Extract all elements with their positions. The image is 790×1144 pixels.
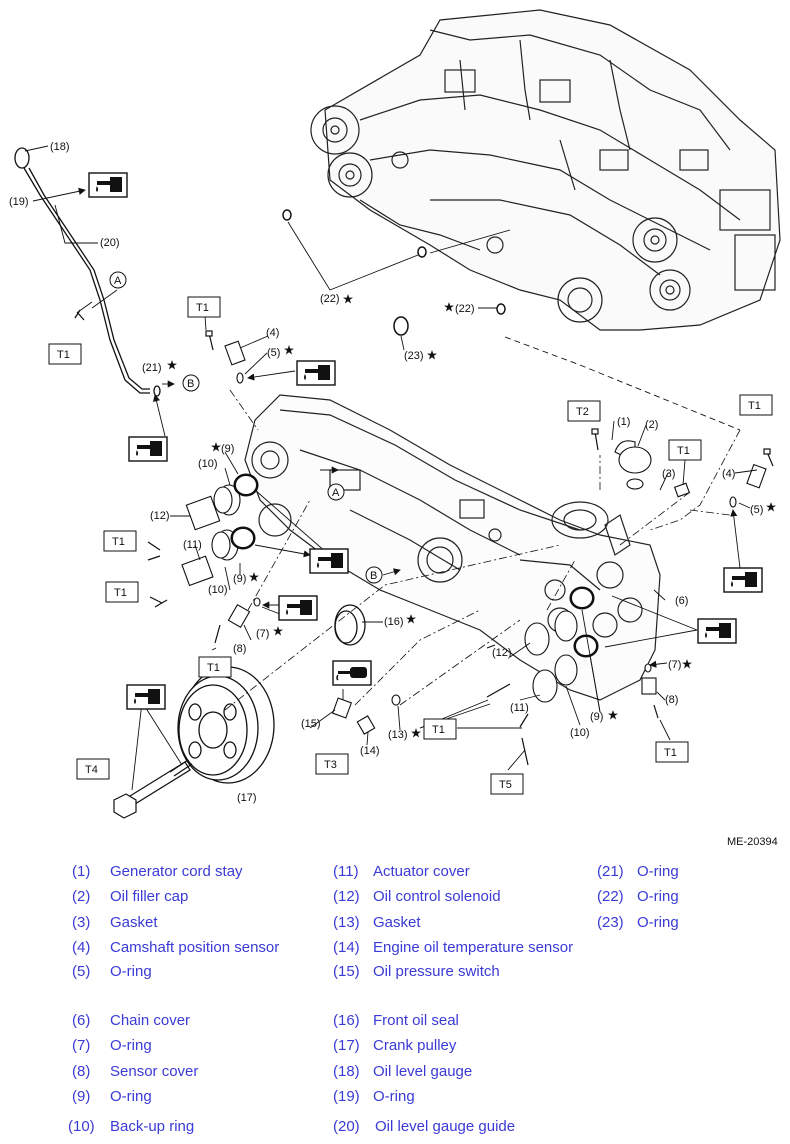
- exploded-view-diagram: T1 T1 T2 T1 T1 T1 T1 T1 T1 T1 T4 T3 T5: [9, 9, 781, 819]
- svg-text:(12): (12): [150, 510, 170, 522]
- svg-text:(22): (22): [455, 303, 475, 315]
- legend-item: (8)Sensor cover: [72, 1063, 199, 1080]
- ref-circles: [109, 271, 383, 584]
- legend-item: (15)Oil pressure switch: [333, 963, 500, 980]
- o-ring-22-23: [282, 209, 506, 336]
- legend-item: (23)O-ring: [597, 914, 679, 931]
- svg-text:(8): (8): [233, 643, 246, 655]
- svg-text:T1: T1: [196, 302, 209, 314]
- svg-text:(8): (8): [665, 694, 678, 706]
- svg-text:(2): (2): [645, 419, 658, 431]
- crank-bolt: [113, 759, 193, 819]
- legend-item: (14)Engine oil temperature sensor: [333, 939, 574, 956]
- svg-text:T1: T1: [57, 349, 70, 361]
- svg-text:(7): (7): [256, 628, 269, 640]
- svg-text:(10): (10): [208, 584, 228, 596]
- legend-item: (22)O-ring: [597, 888, 679, 905]
- svg-text:(5): (5): [750, 504, 763, 516]
- svg-text:T2: T2: [576, 406, 589, 418]
- legend-item: (5)O-ring: [72, 963, 152, 980]
- svg-text:(11): (11): [183, 539, 202, 551]
- svg-text:A: A: [114, 275, 122, 287]
- engine-block: [310, 9, 781, 331]
- legend-item: (1)Generator cord stay: [72, 863, 243, 880]
- legend-item: (16)Front oil seal: [333, 1012, 459, 1029]
- front-oil-seal: [334, 604, 366, 646]
- legend-item: (4)Camshaft position sensor: [72, 939, 280, 956]
- bolts: [76, 311, 774, 766]
- assembly-lines: [224, 389, 741, 711]
- chain-cover: [244, 394, 661, 701]
- svg-text:(11): (11): [510, 702, 529, 714]
- legend-item: (10)Back-up ring: [68, 1118, 195, 1135]
- o-rings-9: [231, 474, 598, 657]
- legend-item: (9)O-ring: [72, 1088, 152, 1105]
- legend-item: (17)Crank pulley: [333, 1037, 457, 1054]
- crank-pulley: [177, 666, 275, 784]
- svg-text:A: A: [332, 487, 340, 499]
- legend-item: (18)Oil level gauge: [333, 1063, 473, 1080]
- svg-text:(18): (18): [50, 141, 70, 153]
- svg-text:T1: T1: [207, 662, 220, 674]
- svg-text:(9): (9): [590, 711, 603, 723]
- callout-labels: (18) (19) (20) A (21) B (22) (22) (23) (…: [9, 141, 763, 804]
- legend-item: (21)O-ring: [597, 863, 679, 880]
- svg-text:T3: T3: [324, 759, 337, 771]
- legend-item: (11)Actuator cover: [333, 863, 470, 880]
- svg-text:(1): (1): [617, 416, 630, 428]
- torque-labels: T1 T1 T2 T1 T1 T1 T1 T1 T1 T1 T4 T3 T5: [57, 302, 761, 791]
- svg-text:(17): (17): [237, 792, 257, 804]
- svg-text:(4): (4): [266, 327, 279, 339]
- svg-text:T1: T1: [432, 724, 445, 736]
- torque-boxes: [48, 296, 773, 795]
- figure-code: ME-20394: [727, 836, 778, 848]
- svg-text:(19): (19): [9, 196, 29, 208]
- svg-text:(14): (14): [360, 745, 380, 757]
- svg-text:(15): (15): [301, 718, 321, 730]
- svg-text:(6): (6): [675, 595, 688, 607]
- legend-item: (3)Gasket: [72, 914, 158, 931]
- svg-text:(7): (7): [668, 659, 681, 671]
- svg-text:T1: T1: [677, 445, 690, 457]
- svg-text:(3): (3): [662, 468, 675, 480]
- svg-text:(10): (10): [570, 727, 590, 739]
- svg-text:(4): (4): [722, 468, 735, 480]
- svg-text:B: B: [187, 378, 194, 390]
- svg-text:(20): (20): [100, 237, 120, 249]
- svg-text:(22): (22): [320, 293, 340, 305]
- oil-level-gauge: [14, 147, 161, 397]
- svg-text:T4: T4: [85, 764, 98, 776]
- svg-text:(9): (9): [233, 573, 246, 585]
- legend-item: (7)O-ring: [72, 1037, 152, 1054]
- legend-item: (6)Chain cover: [72, 1012, 191, 1029]
- svg-text:B: B: [370, 570, 377, 582]
- svg-text:(10): (10): [198, 458, 218, 470]
- legend-item: (2)Oil filler cap: [72, 888, 189, 905]
- legend-item: (13)Gasket: [333, 914, 421, 931]
- grease-apply-icon: [332, 660, 372, 686]
- svg-text:(5): (5): [267, 347, 280, 359]
- svg-text:T1: T1: [748, 400, 761, 412]
- legend-item: (12)Oil control solenoid: [333, 888, 501, 905]
- svg-text:T1: T1: [114, 587, 127, 599]
- leader-lines-engine: [287, 221, 741, 431]
- svg-text:T1: T1: [112, 536, 125, 548]
- svg-text:(9): (9): [221, 443, 234, 455]
- svg-text:T5: T5: [499, 779, 512, 791]
- svg-text:T1: T1: [664, 747, 677, 759]
- svg-text:(21): (21): [142, 362, 162, 374]
- svg-text:(23): (23): [404, 350, 424, 362]
- legend-item: (19)O-ring: [333, 1088, 415, 1105]
- svg-text:(16): (16): [384, 616, 404, 628]
- svg-text:(12): (12): [492, 647, 512, 659]
- legend-item: (20)Oil level gauge guide: [333, 1118, 516, 1135]
- svg-text:(13): (13): [388, 729, 408, 741]
